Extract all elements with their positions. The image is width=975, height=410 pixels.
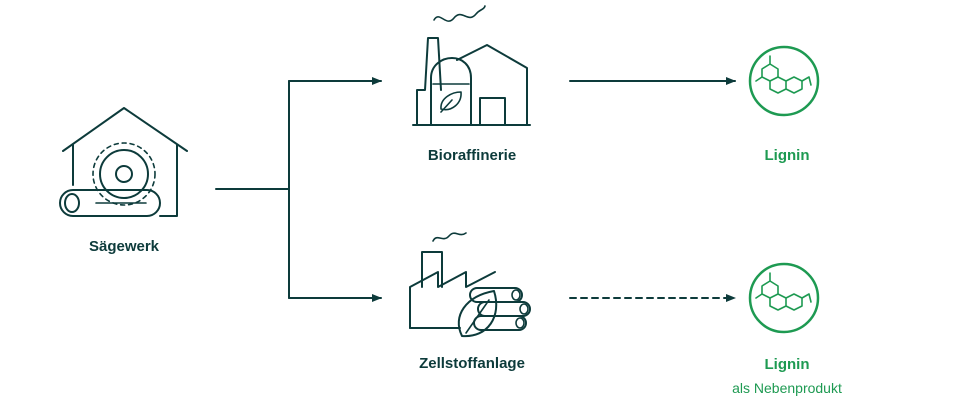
pulp-mill-icon	[409, 232, 531, 338]
biorefinery-icon	[412, 5, 531, 126]
lignin-label-top: Lignin	[764, 147, 810, 164]
lignin-molecule-icon	[748, 45, 820, 117]
pulp-mill-label: Zellstoffanlage	[419, 355, 525, 372]
biorefinery-label: Bioraffinerie	[427, 147, 517, 164]
byproduct-note: als Nebenprodukt	[732, 380, 842, 396]
lignin-label-bottom: Lignin	[764, 356, 810, 373]
sawmill-label: Sägewerk	[88, 238, 160, 255]
sawmill-icon	[59, 107, 188, 217]
lignin-molecule-icon-byproduct	[748, 262, 820, 334]
connector-sawmill-split	[215, 80, 290, 299]
